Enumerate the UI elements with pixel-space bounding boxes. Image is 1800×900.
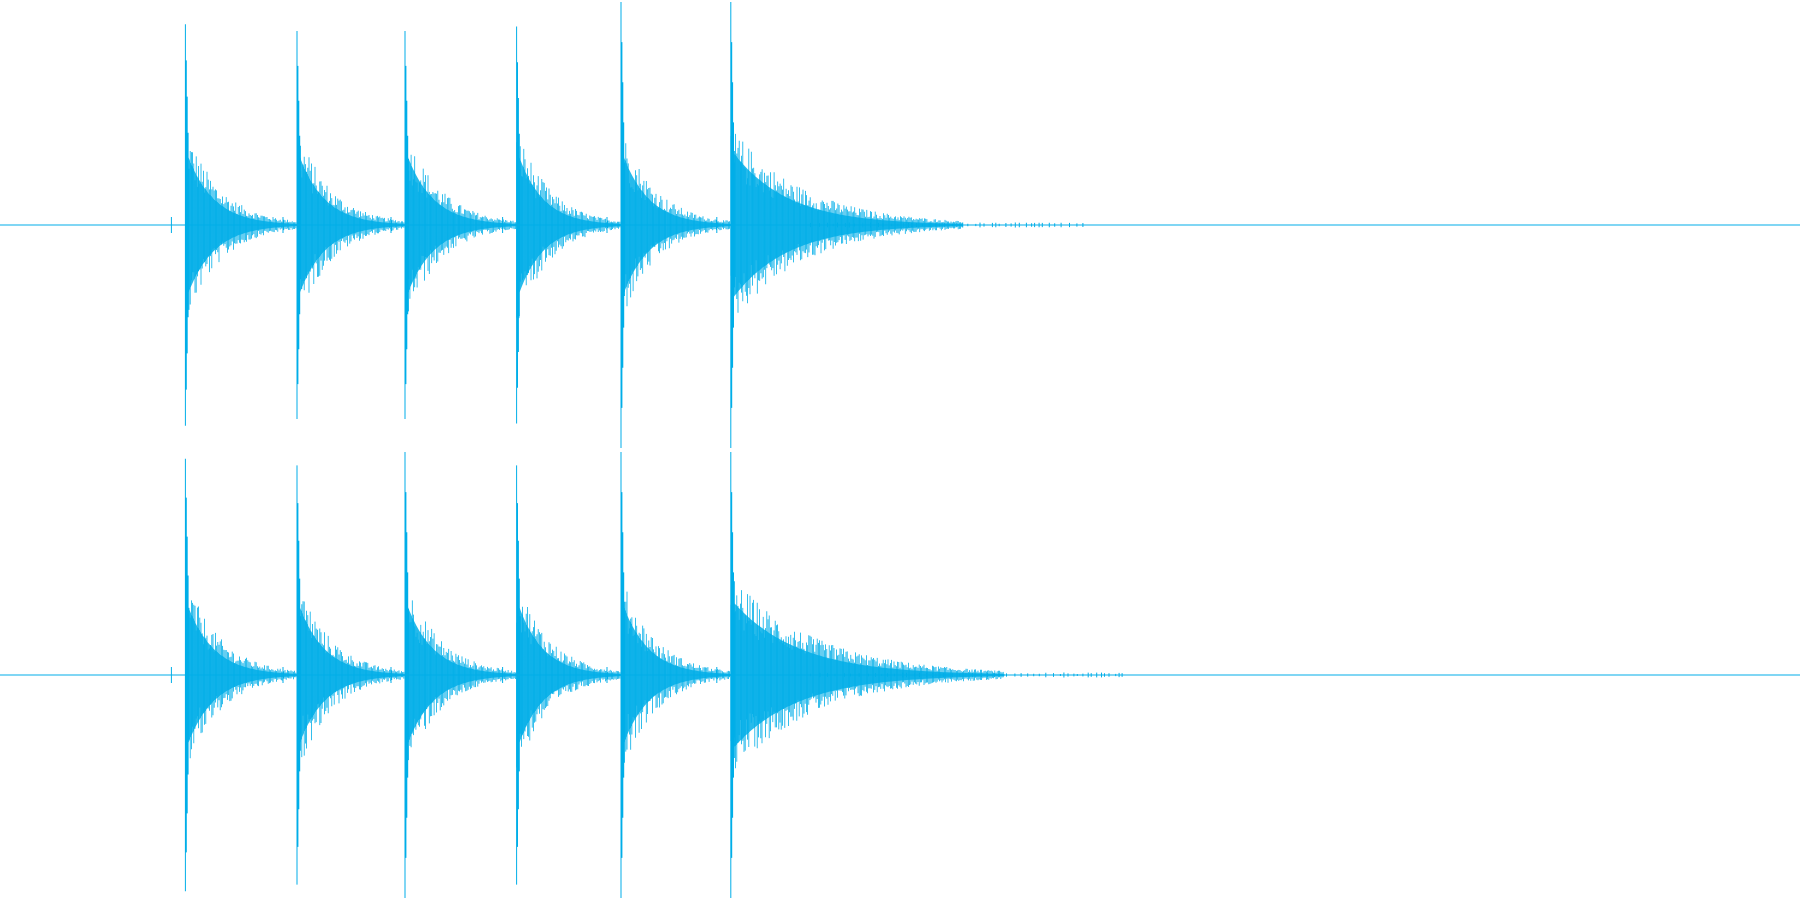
- channel-2: [0, 452, 1800, 898]
- transient-peak: [620, 452, 626, 898]
- transient-peak: [296, 465, 302, 885]
- transient-envelope: [621, 599, 731, 751]
- transient-peak: [730, 452, 735, 898]
- transient-peak: [404, 31, 410, 419]
- transient-peak: [516, 465, 521, 885]
- transient-samples: [185, 590, 297, 760]
- transient-peak: [296, 31, 302, 419]
- transient-samples: [516, 578, 621, 768]
- transient-peak: [404, 452, 410, 898]
- transient-samples: [185, 142, 297, 322]
- transient-peak: [184, 458, 190, 892]
- transient-envelope: [730, 149, 963, 301]
- transient-envelope: [621, 149, 731, 301]
- decay-tail: [810, 672, 1123, 678]
- transient-samples: [516, 137, 621, 319]
- transient-peak: [516, 26, 521, 424]
- transient-peak: [184, 24, 190, 426]
- transient-samples: [730, 133, 963, 313]
- transient-peak: [730, 2, 735, 448]
- transient-envelope: [185, 599, 297, 751]
- transient-envelope: [516, 149, 621, 301]
- transient-envelope: [516, 599, 621, 751]
- decay-tail: [810, 222, 1084, 228]
- transient-envelope: [185, 149, 297, 301]
- channel-1: [0, 2, 1800, 448]
- transient-peak: [620, 2, 626, 448]
